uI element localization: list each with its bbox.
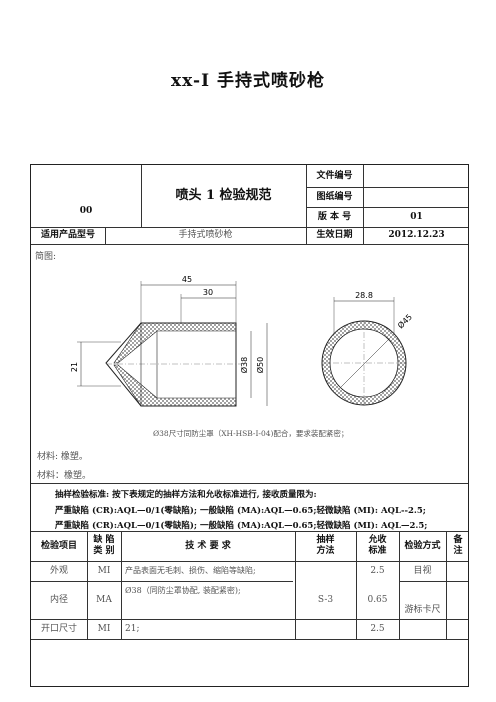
divider [306, 165, 307, 244]
col-header-item: 检验项目 [40, 540, 77, 551]
divider [446, 531, 447, 639]
sampling-line: 严重缺陷 (CR):AQL—0/1(零缺陷); 一般缺陷 (MA):AQL—0.… [55, 506, 426, 516]
file-no-label: 文件编号 [316, 170, 353, 181]
table-row-requirement: 21; [125, 623, 140, 634]
divider [141, 165, 142, 227]
table-row-accept: 2.5 [370, 623, 385, 634]
table-row-accept: 0.65 [367, 594, 388, 605]
page-title: xx-I 手持式喷砂枪 [171, 71, 325, 91]
drawing-no-label: 图纸编号 [316, 191, 353, 202]
divider [105, 227, 106, 244]
divider [31, 244, 468, 245]
effective-date-value: 2012.12.23 [388, 230, 445, 241]
table-row-accept: 2.5 [370, 565, 385, 576]
table-row-inspect: 目视 [413, 565, 432, 576]
drawing-caption: Ø38尺寸同防尘罩（XH-HSB-I-04)配合，要求装配紧密； [153, 429, 349, 438]
divider [31, 639, 468, 640]
table-row-requirement: 产品表面无毛刺、损伤、缩陷等缺陷; [125, 566, 256, 576]
material-line: 材料：橡塑。 [37, 471, 92, 481]
divider [399, 581, 468, 582]
version-value: 01 [410, 211, 423, 222]
dim-21-label: 21 [71, 362, 79, 372]
divider [306, 207, 468, 208]
table-row-inspect: 游标卡尺 [404, 604, 441, 615]
dim-d45-label: Ø45 [395, 312, 414, 331]
drawing-no-value [363, 187, 470, 207]
table-row-requirement: Ø38（同防尘罩协配, 装配紧密); [125, 586, 241, 596]
divider [363, 165, 364, 244]
divider [121, 531, 122, 639]
effective-date-label: 生效日期 [316, 230, 353, 241]
col-header-method: 抽样 方法 [316, 535, 335, 556]
col-header-remark: 备 注 [453, 535, 463, 556]
divider [306, 187, 468, 188]
divider [31, 581, 293, 582]
divider [87, 531, 88, 639]
dim-28-8-label: 28.8 [355, 291, 373, 300]
table-row-defect: MI [97, 565, 111, 576]
inspection-form: 00 喷头 1 检验规范 文件编号 图纸编号 版 本 号 01 适用产品型号 手… [30, 164, 469, 687]
table-row-item: 内径 [49, 594, 68, 605]
dim-d38-label: Ø38 [239, 357, 249, 373]
table-row-defect: MI [97, 623, 111, 634]
col-header-inspect: 检验方式 [404, 540, 441, 551]
divider [31, 483, 468, 484]
doc-code: 00 [79, 205, 93, 216]
divider [399, 531, 400, 639]
table-row-item: 开口尺寸 [40, 623, 77, 634]
table-row-defect: MA [96, 594, 112, 605]
col-header-requirement: 技 术 要 求 [185, 540, 231, 551]
col-header-accept: 允收 标准 [368, 535, 387, 556]
end-view: 28.8 Ø45 [321, 291, 414, 406]
dim-d50-label: Ø50 [255, 357, 265, 373]
drawing-label: 简图: [35, 252, 57, 262]
col-header-defect: 缺 陷 类 别 [93, 535, 115, 556]
sampling-method-value: S-3 [317, 594, 334, 605]
table-row-item: 外观 [49, 565, 68, 576]
divider [31, 227, 468, 228]
sampling-line: 严重缺陷 (CR):AQL—0/1(零缺陷); 一般缺陷 (MA):AQL—0.… [55, 521, 428, 531]
version-label: 版 本 号 [317, 211, 352, 222]
product-model-label: 适用产品型号 [40, 230, 95, 241]
product-model-value: 手持式喷砂枪 [178, 230, 233, 241]
dim-30-label: 30 [203, 288, 213, 297]
material-line: 材料: 橡塑。 [37, 452, 88, 462]
side-view: 45 30 21 Ø38 Ø50 [71, 275, 268, 407]
divider [295, 531, 296, 639]
divider [31, 619, 468, 620]
file-no-value [363, 165, 470, 187]
divider [356, 531, 357, 639]
dim-45-label: 45 [182, 275, 192, 284]
doc-title: 喷头 1 检验规范 [175, 188, 272, 204]
sampling-standard: 抽样检验标准: 按下表规定的抽样方法和允收标准进行, 接收质量限为: [55, 490, 317, 500]
divider [31, 561, 468, 562]
nozzle-drawing: 45 30 21 Ø38 Ø50 28.8 [71, 275, 414, 407]
divider [31, 531, 468, 532]
